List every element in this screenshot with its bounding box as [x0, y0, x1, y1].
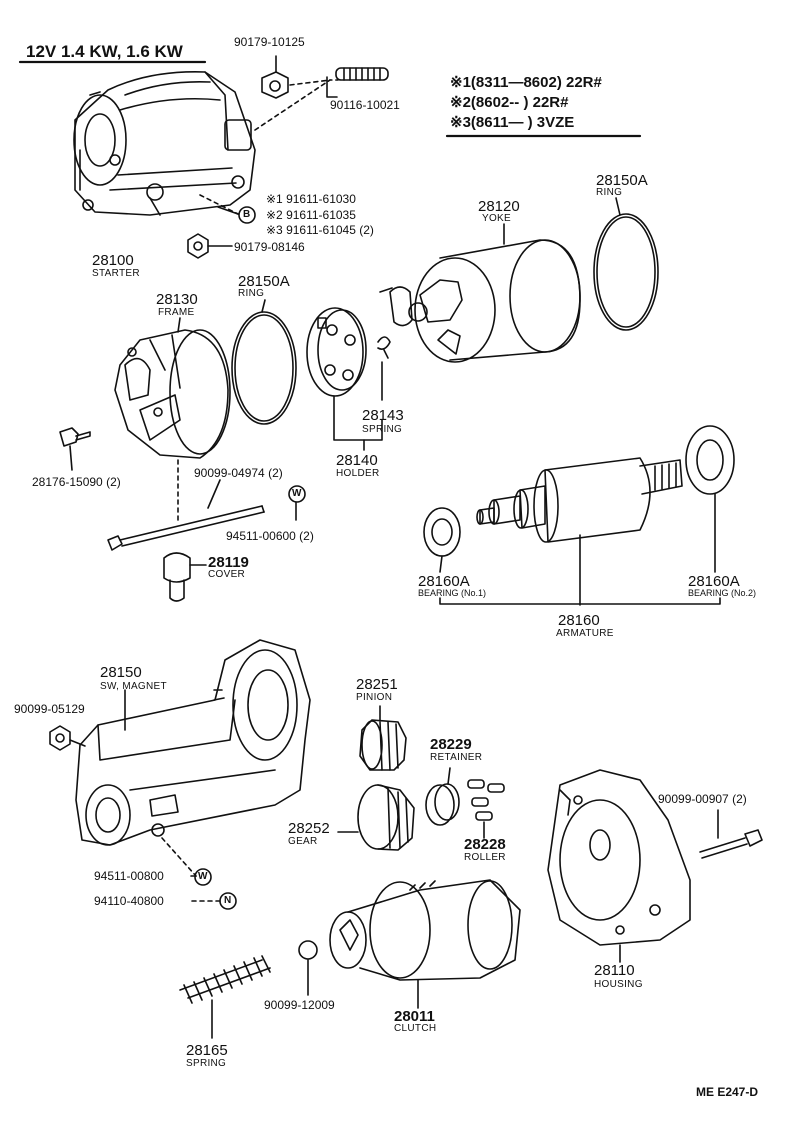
pinion-drawing: [359, 719, 407, 771]
part-28100: 28100: [92, 252, 134, 269]
clutch-drawing: [329, 879, 521, 981]
part-28252: 28252: [288, 820, 330, 837]
part-sw-magnet-name: SW, MAGNET: [100, 681, 167, 692]
roller-drawing: [467, 779, 505, 821]
holder-drawing: [306, 307, 367, 397]
ring-28150a-top-drawing: [593, 213, 659, 331]
part-28143: 28143: [362, 407, 404, 424]
applicability-mark-2: ※2: [450, 94, 471, 111]
marker-w-lower-label: W: [198, 871, 208, 882]
part-90099-12009: 90099-12009: [264, 998, 335, 1012]
part-ring-mid-name: RING: [238, 288, 265, 299]
retainer-drawing: [425, 783, 460, 826]
through-bolt-drawing: [107, 505, 265, 551]
applicability-text-1: (8311—8602) 22R#: [470, 74, 602, 91]
part-28119: 28119: [208, 554, 249, 571]
part-b2: ※2 91611-61035: [266, 208, 356, 222]
part-28176-15090: 28176-15090 (2): [32, 475, 121, 489]
applicability-mark-1: ※1: [450, 74, 471, 91]
marker-w-lower: [194, 868, 212, 886]
gear-drawing: [357, 784, 415, 851]
part-starter-name: STARTER: [92, 268, 140, 279]
part-28120: 28120: [478, 198, 520, 215]
applicability-row-1: ※1(8311—8602) 22R#: [450, 75, 602, 90]
part-28150a-top: 28150A: [596, 172, 648, 189]
part-frame-name: FRAME: [158, 307, 195, 318]
part-28160: 28160: [558, 612, 600, 629]
part-armature-name: ARMATURE: [556, 628, 614, 639]
part-cover-name: COVER: [208, 569, 246, 580]
part-bearing-no2-name: BEARING (No.2): [688, 588, 757, 598]
part-28229: 28229: [430, 736, 472, 753]
spring-28143-drawing: [377, 336, 391, 359]
part-28228: 28228: [464, 836, 506, 853]
part-bearing-no1-name: BEARING (No.1): [418, 588, 487, 598]
part-b1: ※1 91611-61030: [266, 192, 356, 206]
nut-90179-10125-drawing: [261, 71, 289, 99]
part-28160a-right: 28160A: [688, 573, 740, 590]
part-gear-name: GEAR: [288, 836, 318, 847]
marker-w-upper: [288, 485, 306, 503]
bolt-90099-00907-drawing: [699, 829, 763, 859]
part-28251: 28251: [356, 676, 398, 693]
part-roller-name: ROLLER: [464, 852, 506, 863]
part-28150a-mid: 28150A: [238, 273, 290, 290]
housing-drawing: [547, 769, 691, 946]
part-90099-04974: 90099-04974 (2): [194, 466, 283, 480]
part-90116-10021: 90116-10021: [330, 98, 400, 112]
applicability-text-3: (8611— ) 3VZE: [470, 114, 575, 131]
part-spring-143-name: SPRING: [362, 424, 403, 435]
part-90179-10125: 90179-10125: [234, 35, 305, 49]
figure-reference: ME E247-D: [696, 1085, 759, 1099]
part-90099-05129: 90099-05129: [14, 702, 85, 716]
part-ring-top-name: RING: [596, 187, 623, 198]
sw-magnet-drawing: [75, 639, 311, 846]
part-90099-00907: 90099-00907 (2): [658, 792, 747, 806]
part-housing-name: HOUSING: [594, 979, 643, 990]
part-b3: ※3 91611-61045 (2): [266, 223, 374, 237]
cover-drawing: [163, 552, 191, 602]
armature-drawing: [476, 457, 683, 543]
nut-90099-05129-drawing: [49, 725, 71, 751]
applicability-text-2: (8602-- ) 22R#: [470, 94, 569, 111]
part-28165: 28165: [186, 1042, 228, 1059]
frame-drawing: [114, 329, 231, 459]
marker-b: [238, 206, 256, 224]
part-28130: 28130: [156, 291, 198, 308]
part-28011: 28011: [394, 1008, 435, 1025]
part-yoke-name: YOKE: [482, 213, 511, 224]
part-94511-00600: 94511-00600 (2): [226, 529, 314, 543]
part-holder-name: HOLDER: [336, 468, 380, 479]
yoke-drawing: [379, 239, 581, 363]
part-94110-40800: 94110-40800: [94, 894, 164, 908]
applicability-mark-3: ※3: [450, 114, 471, 131]
applicability-row-2: ※2(8602-- ) 22R#: [450, 95, 568, 110]
part-94511-00800: 94511-00800: [94, 869, 164, 883]
ball-90099-12009-drawing: [298, 940, 318, 960]
part-28110: 28110: [594, 962, 635, 979]
starter-assembly-drawing: [73, 71, 256, 216]
marker-b-label: B: [243, 209, 251, 220]
nut-90179-08146-drawing: [187, 233, 209, 259]
part-28160a-left: 28160A: [418, 573, 470, 590]
part-clutch-name: CLUTCH: [394, 1023, 437, 1034]
part-28150: 28150: [100, 664, 142, 681]
part-90179-08146: 90179-08146: [234, 240, 305, 254]
bearing-no1-drawing: [423, 507, 461, 557]
part-28140: 28140: [336, 452, 378, 469]
stud-90116-10021-drawing: [335, 67, 389, 81]
bolt-28176-15090-drawing: [59, 427, 91, 447]
spec-header: 12V 1.4 KW, 1.6 KW: [26, 42, 183, 61]
marker-w-upper-label: W: [292, 488, 302, 499]
marker-n-label: N: [224, 895, 232, 906]
part-retainer-name: RETAINER: [430, 752, 483, 763]
part-spring-165-name: SPRING: [186, 1058, 227, 1069]
applicability-row-3: ※3(8611— ) 3VZE: [450, 115, 574, 130]
bearing-no2-drawing: [685, 425, 735, 495]
spring-28165-drawing: [179, 955, 271, 1004]
part-pinion-name: PINION: [356, 692, 393, 703]
ring-28150a-mid-drawing: [231, 311, 297, 425]
